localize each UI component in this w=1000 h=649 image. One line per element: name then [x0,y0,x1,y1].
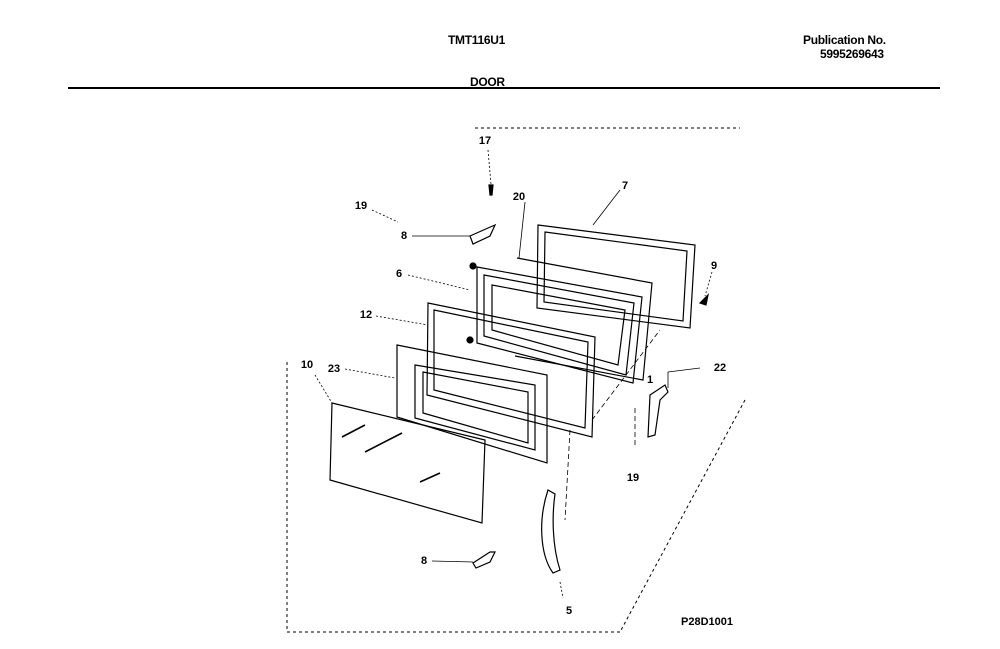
callout-22: 22 [713,362,727,374]
figure-id: P28D1001 [681,616,733,628]
publication-label: Publication No. [803,33,886,47]
boundary-lines [286,127,746,633]
callout-8-top: 8 [400,230,408,242]
section-title: DOOR [470,75,505,89]
callout-8-bottom: 8 [420,555,428,567]
leader-lines [314,149,713,599]
callout-1: 1 [646,374,654,386]
callout-7: 7 [621,180,629,192]
model-number: TMT116U1 [448,33,505,47]
callout-5: 5 [565,605,573,617]
part-23-choke-cover [396,344,548,464]
part-5-handle [541,489,561,574]
callout-19-top: 19 [354,200,368,212]
callout-19-bottom: 19 [626,472,640,484]
callout-17: 17 [478,135,492,147]
callout-10: 10 [300,359,314,371]
part-8-hinges [469,223,497,569]
part-12-door-frame [426,302,596,438]
callout-12: 12 [359,309,373,321]
publication-number: 5995269643 [820,47,884,61]
callout-6: 6 [395,268,403,280]
screws [488,184,709,306]
callout-9: 9 [710,260,718,272]
callout-23: 23 [327,363,341,375]
part-6-inner-door [466,262,643,384]
part-22-latch [647,384,669,438]
part-10-door-glass [329,402,486,524]
callout-20: 20 [512,191,526,203]
header-divider [68,87,940,89]
part-20-panel [514,257,653,381]
